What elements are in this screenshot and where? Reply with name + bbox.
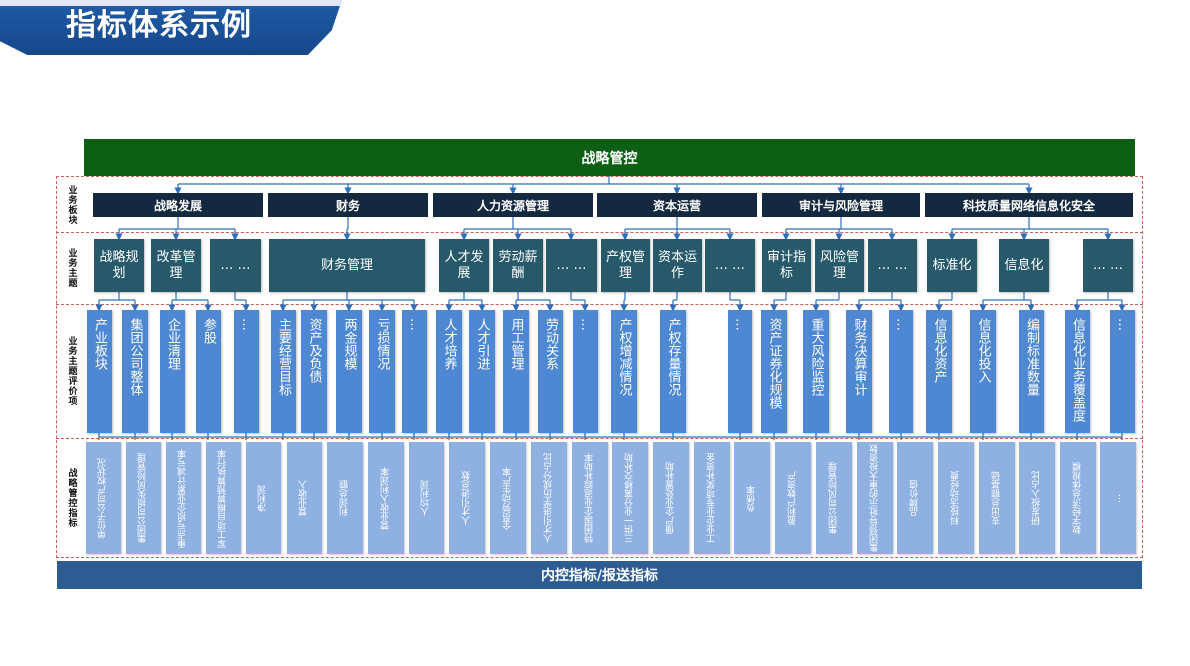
- mgmt-indicator: 工业企业专项奖补资金: [694, 442, 730, 554]
- eval-item: 企业清理: [160, 310, 185, 433]
- mgmt-indicator: 集团领导批示的重大投资数: [857, 442, 893, 554]
- row-separator: [56, 438, 1143, 439]
- theme-box: … …: [1083, 239, 1133, 292]
- theme-box: 产权管理: [601, 239, 650, 292]
- title-banner: [0, 0, 342, 55]
- eval-item: 信息化资产: [926, 310, 952, 433]
- eval-item: 资产证券化规模: [761, 310, 787, 433]
- sector-box: 战略发展: [93, 193, 263, 217]
- theme-box: 人才发展: [439, 239, 489, 292]
- eval-item: 产权增减情况: [611, 310, 637, 433]
- theme-box: … …: [868, 239, 917, 292]
- eval-item: 信息化投入: [970, 310, 996, 433]
- page-title: 指标体系示例: [66, 8, 252, 43]
- theme-box: 标准化: [927, 239, 977, 292]
- eval-item: 参股: [196, 310, 221, 433]
- mgmt-indicator: 科技活动经费: [938, 442, 974, 554]
- mgmt-indicator: 数字经济总体规模: [1060, 442, 1096, 554]
- mgmt-indicator: 支出总额基础: [979, 442, 1015, 554]
- eval-item: …: [402, 310, 427, 433]
- eval-item: …: [1110, 310, 1135, 433]
- theme-box: 劳动薪酬: [493, 239, 543, 292]
- sector-box: 科技质量网络信息化安全: [925, 193, 1133, 217]
- theme-box: 战略规划: [94, 239, 144, 292]
- eval-item: 重大风险监控: [803, 310, 829, 433]
- eval-item: …: [573, 310, 598, 433]
- row-separator: [56, 304, 1143, 305]
- strategy-box: 战略管控: [84, 139, 1135, 176]
- sector-box: 资本运营: [597, 193, 757, 217]
- mgmt-indicator: 营业收入利润率: [368, 442, 404, 554]
- row-separator: [56, 232, 1143, 233]
- eval-item: 资产及负债: [301, 310, 327, 433]
- mgmt-indicator: 研发投入占比: [1019, 442, 1055, 554]
- mgmt-indicator: 负债率: [734, 442, 770, 554]
- mgmt-indicator: 人才引进学历成分占比: [531, 442, 567, 554]
- sector-box: 审计与风险管理: [762, 193, 920, 217]
- eval-item: …: [889, 310, 913, 433]
- eval-item: 集团公司整体: [122, 310, 148, 433]
- row-label-sector: 业务板块: [66, 184, 77, 225]
- mgmt-indicator: 品牌价值: [897, 442, 933, 554]
- sector-box: 人力资源管理: [433, 193, 593, 217]
- eval-item: 财务决算审计: [846, 310, 872, 433]
- mgmt-indicator: …: [1100, 442, 1136, 554]
- mgmt-indicator: 单位子公司产权状况: [86, 442, 121, 554]
- mgmt-indicator: 集团公司损失风险管理: [126, 442, 161, 554]
- bottom-bar: 内控指标/报送指标: [57, 561, 1142, 589]
- eval-item: 人才引进: [469, 310, 495, 433]
- row-label-eval: 业务主题评价项: [66, 336, 77, 406]
- theme-box: 风险管理: [815, 239, 864, 292]
- eval-item: 人才培养: [436, 310, 462, 433]
- theme-box: 资本运作: [653, 239, 702, 292]
- mgmt-indicator: 特困国企业追踪补助率: [572, 442, 608, 554]
- eval-item: 两金规模: [336, 310, 362, 433]
- mgmt-indicator: 重点亏损企业累计减亏率: [166, 442, 201, 554]
- eval-item: 亏损情况: [369, 310, 395, 433]
- mgmt-indicator: 盈利户数资产: [775, 442, 811, 554]
- mgmt-indicator: 净利润: [246, 442, 281, 554]
- mgmt-indicator: 人才引进总数: [449, 442, 485, 554]
- theme-box: … …: [210, 239, 261, 292]
- theme-box: 财务管理: [269, 239, 425, 292]
- theme-box: … …: [546, 239, 597, 292]
- sector-box: 财务: [268, 193, 428, 217]
- mgmt-indicator: 僵尸企业处置补助: [653, 442, 689, 554]
- eval-item: 信息化业务覆盖度: [1065, 310, 1090, 433]
- row-label-theme: 业务主题: [66, 248, 77, 288]
- eval-item: 产权存量情况: [660, 310, 686, 433]
- theme-box: 审计指标: [762, 239, 811, 292]
- mgmt-indicator: 三供一业分离移交补助: [612, 442, 648, 554]
- framework-frame: [56, 176, 1143, 558]
- mgmt-indicator: 营业收入: [287, 442, 322, 554]
- eval-item: 产业板块: [87, 310, 112, 433]
- mgmt-indicator: 利润总额: [327, 442, 363, 554]
- theme-box: 改革管理: [151, 239, 201, 292]
- eval-item: 主要经营目标: [271, 310, 296, 433]
- theme-box: 信息化: [999, 239, 1049, 292]
- eval-item: 劳动关系: [538, 310, 563, 433]
- theme-box: … …: [705, 239, 755, 292]
- eval-item: …: [728, 310, 752, 433]
- eval-item: 编制标准数量: [1019, 310, 1044, 433]
- mgmt-indicator: 全员劳动生产率: [490, 442, 526, 554]
- eval-item: 用工管理: [503, 310, 529, 433]
- row-label-mgmt: 战略管控指标: [66, 468, 77, 528]
- mgmt-indicator: 军工项目概算预算执行率: [206, 442, 241, 554]
- mgmt-indicator: 人均利润: [409, 442, 444, 554]
- eval-item: …: [234, 310, 259, 433]
- mgmt-indicator: 集团公司风险管理: [816, 442, 852, 554]
